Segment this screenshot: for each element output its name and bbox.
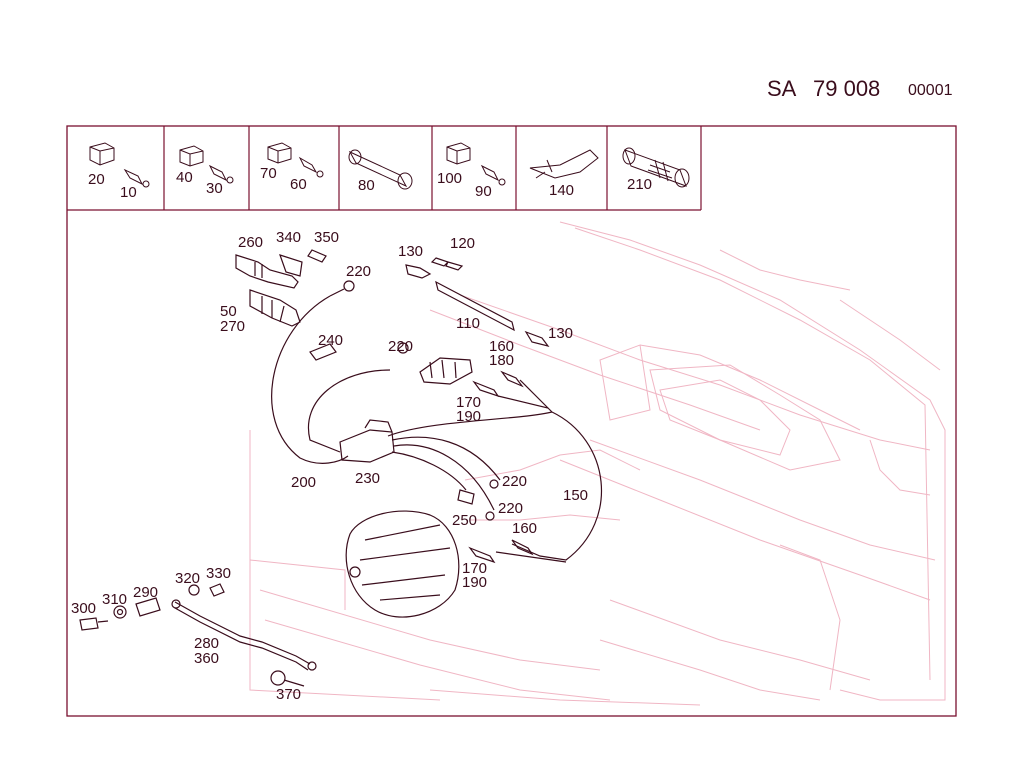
callout-220: 220 [502, 473, 527, 490]
legend-label-140: 140 [549, 182, 574, 199]
callout-130: 130 [398, 243, 423, 260]
callout-300: 300 [71, 600, 96, 617]
legend-label-100: 100 [437, 170, 462, 187]
legend-label-70: 70 [260, 165, 277, 182]
callout-260: 260 [238, 234, 263, 251]
diagram-frame [66, 125, 957, 717]
callout-270: 270 [220, 318, 245, 335]
callout-160: 160 [489, 338, 514, 355]
legend-icons [89, 142, 690, 190]
legend-labels: 20 10 40 30 70 60 80 100 90 140 210 [88, 165, 652, 201]
legend-label-60: 60 [290, 176, 307, 193]
callout-110: 110 [456, 315, 480, 332]
callout-50: 50 [220, 303, 237, 320]
callout-340: 340 [276, 229, 301, 246]
callout-330: 330 [206, 565, 231, 582]
callout-190: 190 [456, 408, 481, 425]
legend-label-210: 210 [627, 176, 652, 193]
callout-360: 360 [194, 650, 219, 667]
callout-130: 130 [548, 325, 573, 342]
legend-label-90: 90 [475, 183, 492, 200]
legend-label-30: 30 [206, 180, 223, 197]
vehicle-body-sketch [249, 221, 946, 706]
part-drawings [79, 249, 603, 687]
diagram-sheet-number: 00001 [908, 82, 953, 99]
diagram-code-prefix: SA [767, 76, 797, 101]
callout-370: 370 [276, 686, 301, 703]
diagram-code: 79 008 [813, 76, 881, 101]
callout-120: 120 [450, 235, 475, 252]
callout-310: 310 [102, 591, 127, 608]
legend-label-40: 40 [176, 169, 193, 186]
callout-230: 230 [355, 470, 380, 487]
callout-320: 320 [175, 570, 200, 587]
callout-290: 290 [133, 584, 158, 601]
callout-280: 280 [194, 635, 219, 652]
legend-label-10: 10 [120, 184, 137, 201]
callout-250: 250 [452, 512, 477, 529]
diagram-header: SA 79 008 00001 [0, 74, 1024, 108]
callout-200: 200 [291, 474, 316, 491]
callout-180: 180 [489, 352, 514, 369]
callout-170: 170 [462, 560, 487, 577]
callout-190: 190 [462, 574, 487, 591]
callout-240: 240 [318, 332, 343, 349]
callout-220: 220 [498, 500, 523, 517]
callout-labels: 260 340 350 220 50 270 130 120 110 130 2… [71, 229, 588, 703]
legend-label-20: 20 [88, 171, 105, 188]
callout-350: 350 [314, 229, 339, 246]
legend-strip [67, 126, 702, 211]
callout-170: 170 [456, 394, 481, 411]
callout-220: 220 [388, 338, 413, 355]
callout-220: 220 [346, 263, 371, 280]
legend-label-80: 80 [358, 177, 375, 194]
callout-160: 160 [512, 520, 537, 537]
callout-150: 150 [563, 487, 588, 504]
